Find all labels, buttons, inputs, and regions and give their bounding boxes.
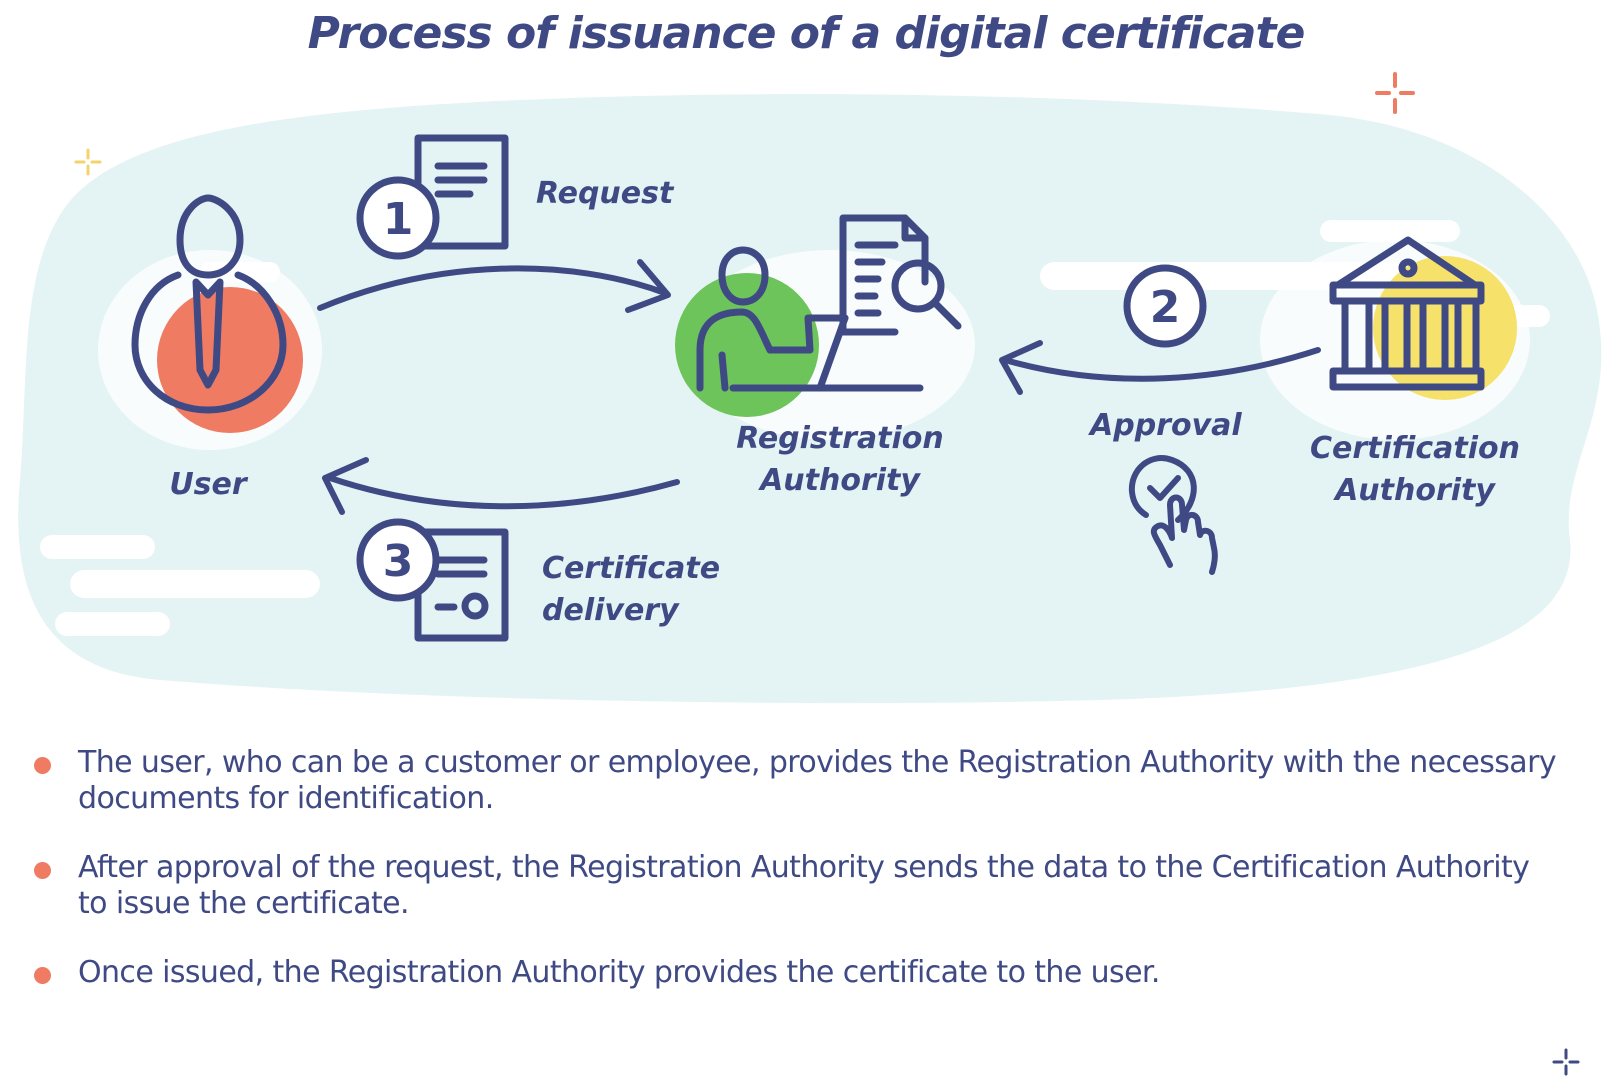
delivery-arrowhead	[322, 457, 369, 515]
bullet-dot	[34, 967, 51, 984]
request-arrow	[317, 265, 668, 311]
registration-authority-label: Registration Authority	[736, 421, 944, 498]
step-3-label: Certificate delivery	[542, 551, 721, 628]
list-item: After approval of the request, the Regis…	[30, 850, 1590, 922]
step-1-badge	[356, 176, 440, 260]
step-2-badge	[1123, 264, 1207, 348]
user-label: User	[169, 467, 247, 502]
step-1-label: Request	[536, 176, 674, 211]
person-laptop-document-search-icon	[675, 214, 962, 417]
step-1-number: 1	[383, 194, 414, 245]
list-item: The user, who can be a customer or emplo…	[30, 745, 1590, 817]
step-3-badge	[356, 518, 440, 602]
sparkle-icon	[74, 148, 102, 176]
approval-arrow	[1002, 347, 1321, 382]
diagram-title: Process of issuance of a digital certifi…	[307, 8, 1306, 59]
bank-building-icon	[1329, 236, 1517, 400]
sparkle-icon	[1552, 1048, 1580, 1076]
explanation-list: The user, who can be a customer or emplo…	[30, 745, 1590, 1024]
certification-authority-label: Certification Authority	[1309, 431, 1520, 508]
list-item: Once issued, the Registration Authority …	[30, 955, 1590, 991]
hand-check-icon	[1128, 455, 1218, 575]
certificate-icon	[414, 528, 509, 642]
delivery-arrow	[327, 475, 680, 510]
request-arrowhead	[625, 259, 671, 313]
sparkle-icon	[1375, 72, 1415, 114]
bullet-dot	[34, 757, 51, 774]
step-3-number: 3	[383, 536, 414, 587]
person-tie-icon	[131, 194, 303, 433]
approval-arrowhead	[999, 340, 1043, 395]
step-2-number: 2	[1150, 282, 1181, 333]
bullet-dot	[34, 862, 51, 879]
step-2-label: Approval	[1090, 408, 1242, 443]
